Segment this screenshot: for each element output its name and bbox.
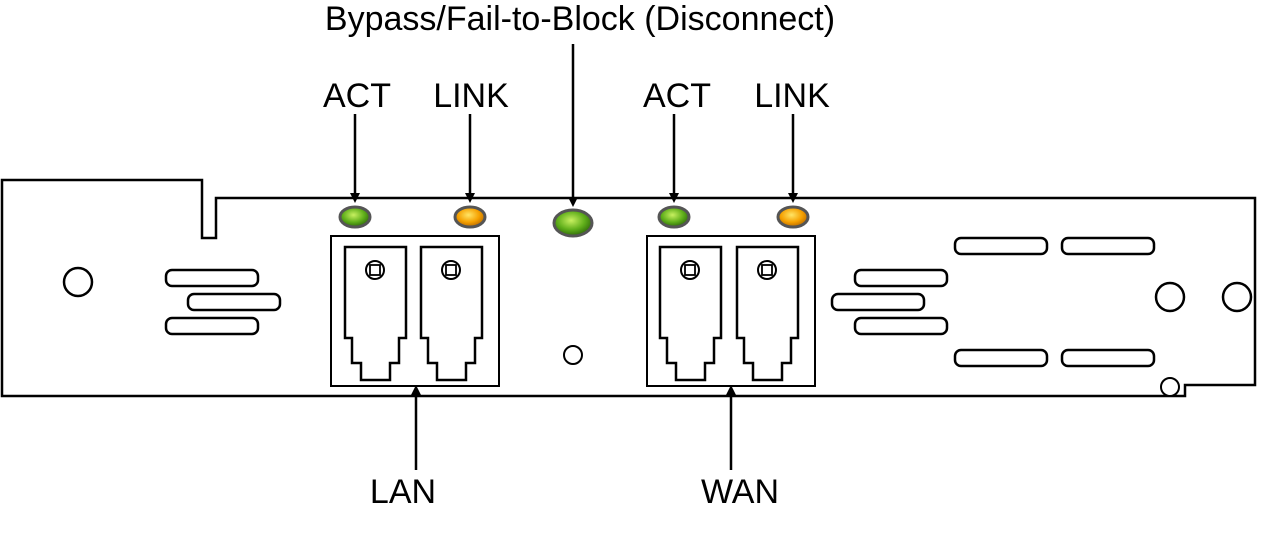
lan-port-group: [330, 235, 500, 387]
led-wan-link: [776, 205, 810, 229]
led-bypass: [552, 208, 594, 238]
wan-port-1: [658, 245, 723, 382]
label-lan-act: ACT: [323, 77, 391, 115]
label-wan-link: LINK: [754, 77, 830, 115]
reset-hole: [563, 345, 583, 365]
label-bypass: Bypass/Fail-to-Block (Disconnect): [325, 0, 835, 38]
vent-slots-far-right: [953, 236, 1156, 368]
led-lan-act: [338, 205, 372, 229]
vent-slots-left: [164, 268, 282, 336]
label-wan-act: ACT: [643, 77, 711, 115]
mount-hole-right-1: [1154, 281, 1186, 313]
vent-slots-middle-right: [830, 268, 949, 336]
lan-port-1: [343, 245, 408, 382]
label-wan: WAN: [701, 473, 779, 511]
lan-port-2: [419, 245, 484, 382]
board-outline: [0, 178, 1257, 398]
mount-hole-left: [62, 266, 94, 298]
wan-port-group: [646, 235, 816, 387]
mount-hole-bottom: [1160, 377, 1180, 397]
mount-hole-right-2: [1221, 281, 1253, 313]
wan-port-2: [735, 245, 800, 382]
led-lan-link: [453, 205, 487, 229]
label-lan: LAN: [370, 473, 436, 511]
label-lan-link: LINK: [433, 77, 509, 115]
led-wan-act: [657, 205, 691, 229]
